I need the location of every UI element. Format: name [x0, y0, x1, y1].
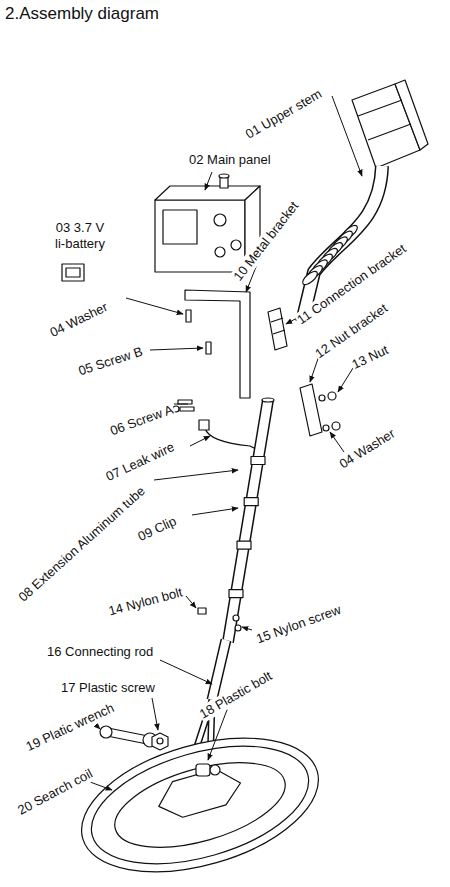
part-label: 03 3.7 V li-battery	[48, 220, 112, 252]
plastic-screw	[152, 733, 168, 750]
part-label: 08 Extension Aluminum tube	[15, 482, 150, 605]
upper-stem	[301, 80, 428, 322]
plastic-screw	[157, 738, 163, 744]
part-label: 04 Washer	[46, 299, 111, 342]
leak-wire	[205, 428, 258, 450]
part-label: 02 Main panel	[188, 152, 272, 168]
part-label: 06 Screw A	[107, 401, 176, 439]
part-label: 16 Connecting rod	[46, 644, 154, 660]
plastic-bolt	[196, 764, 210, 776]
connection-bracket	[268, 308, 287, 350]
part-label: 13 Nut	[349, 342, 392, 374]
screw	[180, 407, 194, 411]
screw	[186, 310, 191, 322]
part-label: 04 Washer	[336, 425, 399, 473]
plastic-bolt	[210, 765, 220, 775]
metal-bracket	[185, 290, 250, 398]
battery	[66, 268, 80, 277]
diagram-title: 2.Assembly diagram	[5, 4, 159, 24]
clip	[237, 541, 251, 549]
screw	[206, 342, 211, 354]
washer	[319, 395, 325, 401]
search-coil	[66, 714, 334, 887]
washer	[323, 425, 329, 431]
part-label: 15 Nylon screw	[253, 601, 344, 647]
part-label: 05 Screw B	[76, 343, 146, 379]
clip	[244, 498, 258, 506]
clip	[251, 457, 265, 465]
part-label: 20 Search coil	[14, 765, 96, 819]
nut-bracket	[300, 384, 322, 436]
clip	[229, 590, 243, 598]
part-label: 14 Nylon bolt	[106, 584, 185, 620]
nylon-bolt	[198, 608, 206, 614]
nylon-screw	[233, 615, 239, 621]
part-label: 17 Plastic screw	[60, 680, 156, 696]
part-label: 09 Clip	[135, 513, 180, 545]
plastic-wrench	[100, 726, 157, 747]
screw	[178, 400, 192, 404]
part-label: 01 Upper stem	[242, 85, 326, 142]
nut	[332, 422, 340, 430]
nut	[328, 392, 336, 400]
grip-rib	[301, 269, 320, 287]
battery	[62, 264, 84, 281]
extension-tube	[228, 398, 274, 642]
nylon-screw	[235, 625, 241, 631]
leak-wire	[199, 420, 209, 430]
